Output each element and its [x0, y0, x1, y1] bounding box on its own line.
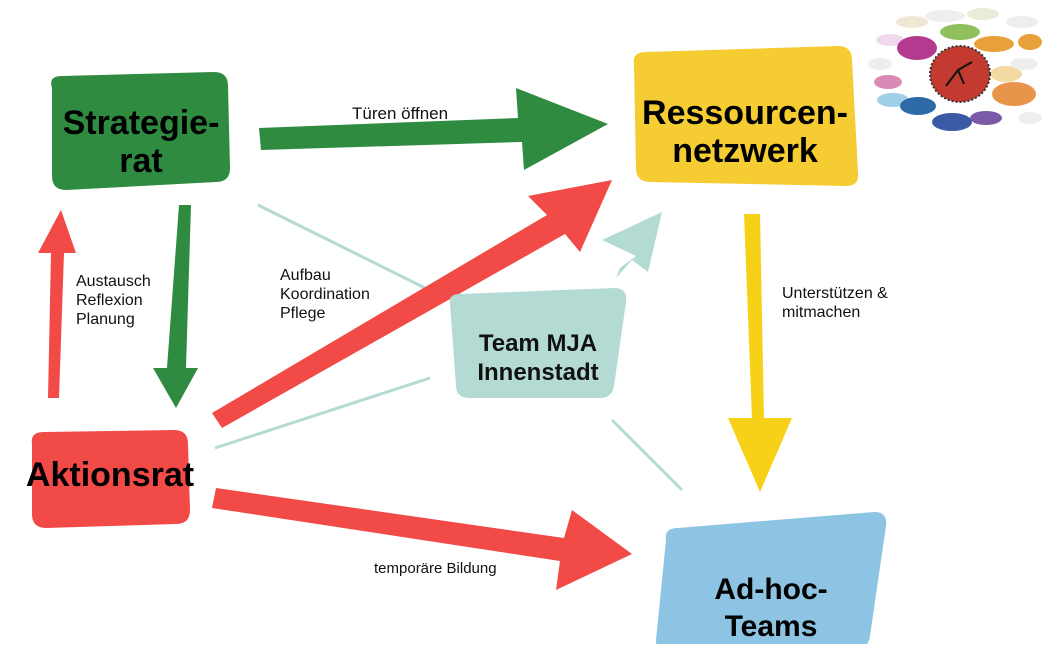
edge-label-austausch: Austausch Reflexion Planung	[76, 272, 151, 330]
edge-label-aufbau-line3: Pflege	[280, 305, 326, 323]
node-aktionsrat-label: Aktionsrat	[8, 456, 212, 494]
node-team-mja-label: Team MJA Innenstadt	[448, 330, 628, 388]
node-aktionsrat-box	[31, 430, 190, 528]
edge-label-aufbau: Aufbau Koordination Pflege	[280, 266, 370, 324]
mindmap-bubble	[876, 34, 904, 46]
edge-label-unterstuetzen: Unterstützen & mitmachen	[782, 284, 888, 322]
node-adhoc-teams-label: Ad-hoc- Teams	[660, 572, 882, 645]
mindmap-bubble	[900, 97, 936, 115]
arrow-ressourcennetzwerk-to-adhoc	[728, 214, 792, 492]
node-ressourcennetzwerk-label: Ressourcen- netzwerk	[618, 94, 872, 170]
node-ressourcennetzwerk-line1: Ressourcen-	[642, 94, 848, 132]
node-strategierat-line1: Strategie-	[62, 104, 220, 142]
mindmap-bubble	[967, 8, 999, 20]
node-team-mja-box	[449, 288, 627, 398]
node-adhoc-teams-box	[656, 512, 887, 644]
edge-label-austausch-line2: Reflexion	[76, 292, 143, 310]
arrow-aktionsrat-to-strategierat	[38, 210, 76, 398]
mindmap-bubble	[974, 36, 1014, 52]
arrow-team-to-ressourcennetzwerk	[602, 212, 662, 278]
node-adhoc-teams-line2: Teams	[724, 609, 818, 643]
node-team-mja-line2: Innenstadt	[477, 358, 599, 386]
edge-label-austausch-line3: Planung	[76, 311, 135, 329]
edge-label-tueren-oeffnen: Türen öffnen	[352, 104, 449, 123]
mindmap-bubble	[1006, 16, 1038, 28]
arrow-aktionsrat-to-adhoc	[212, 488, 632, 590]
node-team-mja-line1: Team MJA	[478, 330, 598, 357]
connector-team-adhoc	[610, 418, 684, 492]
edge-label-aufbau-line1: Aufbau	[280, 267, 331, 284]
node-ressourcennetzwerk-box	[633, 46, 859, 186]
arrow-aktionsrat-to-ressourcennetzwerk	[212, 180, 612, 428]
edge-label-unterstuetzen-line2: mitmachen	[782, 304, 861, 322]
node-aktionsrat-text: Aktionsrat	[25, 456, 195, 494]
mindmap-bubble	[897, 36, 937, 60]
edge-label-austausch-line1: Austausch	[76, 273, 151, 290]
edge-label-unterstuetzen-line1: Unterstützen &	[782, 285, 888, 302]
edge-label-aufbau-line2: Koordination	[280, 286, 370, 304]
node-strategierat-box	[51, 72, 230, 190]
connector-strategierat-team	[257, 203, 426, 290]
connector-aktionsrat-team	[214, 376, 431, 450]
arrow-strategierat-to-aktionsrat	[153, 205, 198, 408]
mindmap-bubble	[992, 82, 1036, 106]
edge-label-temporaere-bildung: temporäre Bildung	[374, 560, 497, 577]
node-adhoc-teams-line1: Ad-hoc-	[714, 573, 828, 606]
mindmap-bubble	[868, 58, 892, 70]
mindmap-bubble	[932, 113, 972, 131]
mindmap-bubble	[1010, 58, 1038, 70]
node-ressourcennetzwerk-line2: netzwerk	[672, 132, 818, 171]
mindmap-bubble	[925, 10, 965, 22]
mindmap-bubble	[1018, 112, 1042, 124]
mindmap-center-figure	[945, 61, 973, 87]
mindmap-thumbnail	[868, 8, 1042, 131]
mindmap-bubble	[1018, 34, 1042, 50]
node-strategierat-line2: rat	[119, 142, 163, 181]
node-strategierat-label: Strategie- rat	[36, 104, 246, 180]
arrow-strategierat-to-ressourcennetzwerk	[259, 88, 608, 170]
mindmap-bubble	[896, 16, 928, 28]
mindmap-bubble	[970, 111, 1002, 125]
mindmap-bubble	[874, 75, 902, 89]
mindmap-bubble	[940, 24, 980, 40]
mindmap-bubble	[990, 66, 1022, 82]
